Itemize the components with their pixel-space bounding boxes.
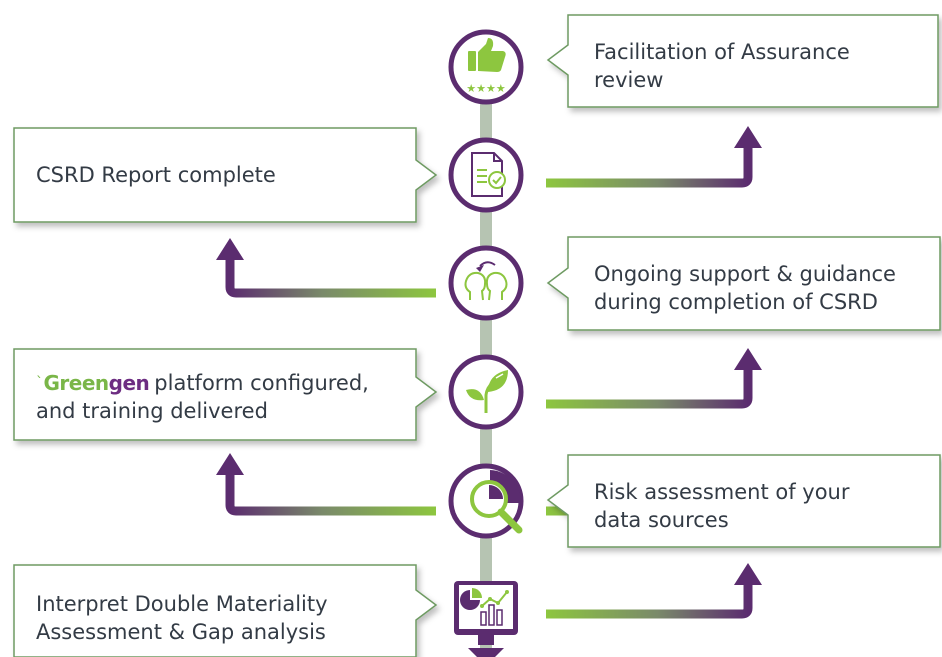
greengen-logo-green: Green (43, 371, 110, 395)
greengen-logo-purple: gen (108, 371, 150, 395)
interpret-line-2: Assessment & Gap analysis (36, 620, 326, 644)
box-csrd (13, 127, 438, 223)
connector-greengen (216, 453, 436, 516)
box-ongoing (546, 236, 941, 331)
magnifier-pie-icon (470, 470, 523, 534)
risk-line-2: data sources (594, 508, 729, 532)
node-risk (448, 463, 524, 539)
facilitation-label: Facilitation of Assurance review (594, 38, 850, 94)
facilitation-line-2: review (594, 68, 664, 92)
interpret-line-1: Interpret Double Materiality (36, 592, 328, 616)
interpret-label: Interpret Double Materiality Assessment … (36, 590, 328, 646)
thumbs-up-rating-icon: ★★★★ (466, 38, 506, 95)
box-risk (546, 454, 941, 548)
spine-arrow-tip (468, 648, 504, 657)
node-ongoing (448, 245, 524, 321)
node-csrd-report (448, 137, 524, 213)
connector-bottom-right (546, 563, 762, 619)
node-interpret (454, 581, 518, 645)
facilitation-line-1: Facilitation of Assurance (594, 40, 850, 64)
ongoing-line-2: during completion of CSRD (594, 290, 878, 314)
node-facilitation: ★★★★ (448, 29, 524, 105)
box-interpret (13, 564, 438, 657)
ongoing-label: Ongoing support & guidance during comple… (594, 260, 896, 316)
greengen-line-1-text: platform configured, (154, 371, 369, 395)
box-facilitation (546, 14, 939, 108)
greengen-logo: `Greengen (36, 369, 150, 397)
connector-csrd (216, 238, 436, 298)
ongoing-line-1: Ongoing support & guidance (594, 262, 896, 286)
box-greengen (13, 348, 438, 441)
csrd-report-label: CSRD Report complete (36, 161, 276, 189)
two-heads-dialogue-icon (464, 261, 508, 301)
risk-label: Risk assessment of your data sources (594, 478, 850, 534)
connector-facilitation (546, 126, 762, 188)
connector-ongoing (546, 348, 762, 409)
greengen-logo-mark: ` (36, 375, 43, 391)
csrd-report-line-1: CSRD Report complete (36, 163, 276, 187)
plant-leaves-icon (466, 370, 508, 413)
node-greengen (448, 354, 524, 430)
report-check-icon (471, 152, 506, 197)
risk-line-1: Risk assessment of your (594, 480, 850, 504)
greengen-line-2: and training delivered (36, 399, 268, 423)
monitor-chart-icon (460, 588, 509, 626)
svg-text:★★★★: ★★★★ (466, 82, 506, 95)
